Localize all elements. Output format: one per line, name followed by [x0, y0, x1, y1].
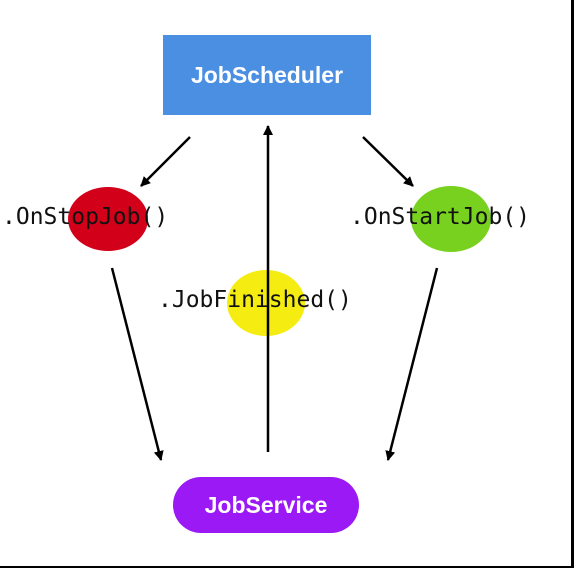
on-start-job-label: .OnStartJob()	[350, 204, 531, 230]
arrow-scheduler-to-start	[362, 136, 414, 187]
arrow-start-to-service	[385, 267, 439, 461]
arrow-stop-to-service	[110, 267, 164, 461]
start-job-dot	[411, 186, 491, 252]
job-service-label: JobService	[204, 491, 328, 518]
frame-edge-bottom	[0, 566, 574, 568]
stop-job-dot	[68, 187, 148, 251]
job-scheduler-box: JobScheduler	[163, 35, 371, 115]
job-finished-label: .JobFinished()	[158, 287, 352, 313]
arrow-scheduler-to-stop	[140, 136, 191, 187]
job-scheduler-label: JobScheduler	[190, 61, 344, 88]
job-finished-dot	[227, 270, 305, 336]
job-service-pill: JobService	[173, 477, 359, 533]
frame-edge-right	[571, 0, 574, 568]
on-stop-job-label: .OnStopJob()	[2, 204, 169, 230]
